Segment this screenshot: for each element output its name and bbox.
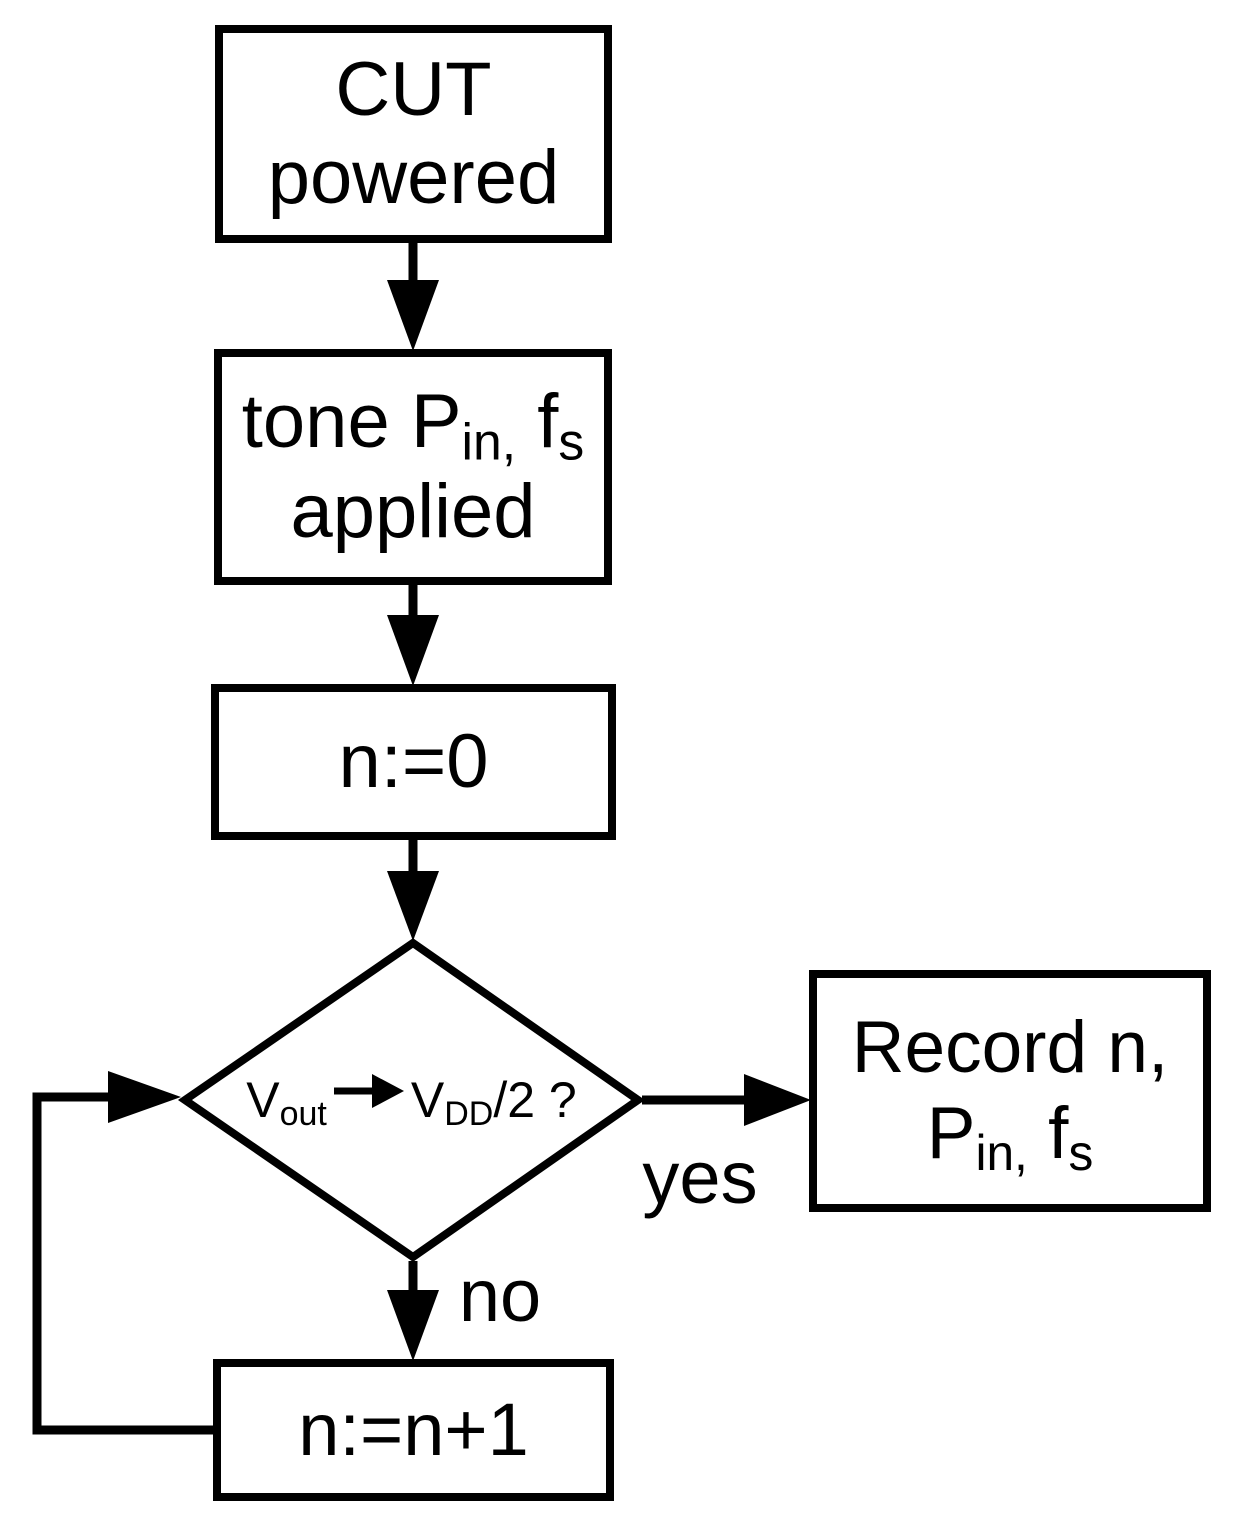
subscript-dd: DD <box>444 1094 494 1133</box>
arrowhead-down-icon <box>387 1290 439 1361</box>
edge-init-to-decision <box>387 840 439 941</box>
text-segment: CUT <box>335 46 492 132</box>
flow-edges <box>32 243 811 1435</box>
record-text: Record n, Pin, fs <box>813 974 1207 1208</box>
text-segment: n:=n+1 <box>298 1388 529 1472</box>
text-segment: Record n, <box>851 1006 1169 1088</box>
text-segment: f <box>516 379 559 465</box>
right-arrow-icon <box>333 1073 404 1108</box>
text-line: powered <box>268 134 560 222</box>
arrowhead-down-icon <box>387 280 439 351</box>
text-line: n:=n+1 <box>298 1389 528 1470</box>
text-line: tone Pin, fs <box>242 377 584 467</box>
process-box-init-n <box>211 684 616 840</box>
cut-powered-text: CUT powered <box>219 29 608 239</box>
text-segment: P <box>926 1093 976 1174</box>
subscript-out: out <box>279 1094 327 1133</box>
decision-diamond <box>177 938 645 1262</box>
increment-n-text: n:=n+1 <box>217 1363 610 1497</box>
text-segment: f <box>1027 1093 1069 1174</box>
arrowhead-down-icon <box>387 871 439 941</box>
text-segment: n:=0 <box>338 719 489 805</box>
text-line: Record n, <box>852 1005 1169 1091</box>
text-segment: V <box>246 1071 280 1128</box>
arrowhead-right-icon <box>108 1071 181 1123</box>
text-line: applied <box>290 467 535 557</box>
process-box-increment-n <box>213 1359 614 1501</box>
flow-nodes <box>177 25 1211 1501</box>
text-segment: tone P <box>241 379 462 465</box>
text-segment: /2 ? <box>493 1071 577 1128</box>
subscript-s: s <box>1068 1124 1094 1181</box>
init-n-text: n:=0 <box>215 688 612 836</box>
process-box-record <box>809 970 1211 1212</box>
process-box-tone-applied <box>214 349 612 585</box>
arrowhead-right-icon <box>744 1074 811 1126</box>
subscript-in: in, <box>461 412 517 471</box>
text-line: CUT <box>335 46 491 134</box>
edge-line <box>32 1092 221 1435</box>
process-box-cut-powered <box>215 25 612 243</box>
text-line: Pin, fs <box>926 1091 1094 1178</box>
edge-decision-no <box>387 1261 439 1361</box>
no-edge-label: no <box>458 1254 542 1337</box>
text-segment: powered <box>267 135 560 220</box>
arrow-head <box>371 1073 404 1108</box>
subscript-in: in, <box>975 1124 1028 1181</box>
edge-cut-to-tone <box>387 243 439 351</box>
arrowhead-down-icon <box>387 615 439 686</box>
subscript-s: s <box>558 412 585 471</box>
text-line: n:=0 <box>338 720 488 804</box>
edge-increment-loopback <box>32 1071 221 1435</box>
yes-edge-label: yes <box>642 1136 758 1219</box>
text-segment: applied <box>290 469 536 554</box>
edge-tone-to-init <box>387 585 439 686</box>
edge-decision-yes <box>642 1074 811 1126</box>
tone-applied-text: tone Pin, fs applied <box>218 353 608 581</box>
text-segment: V <box>410 1071 445 1128</box>
